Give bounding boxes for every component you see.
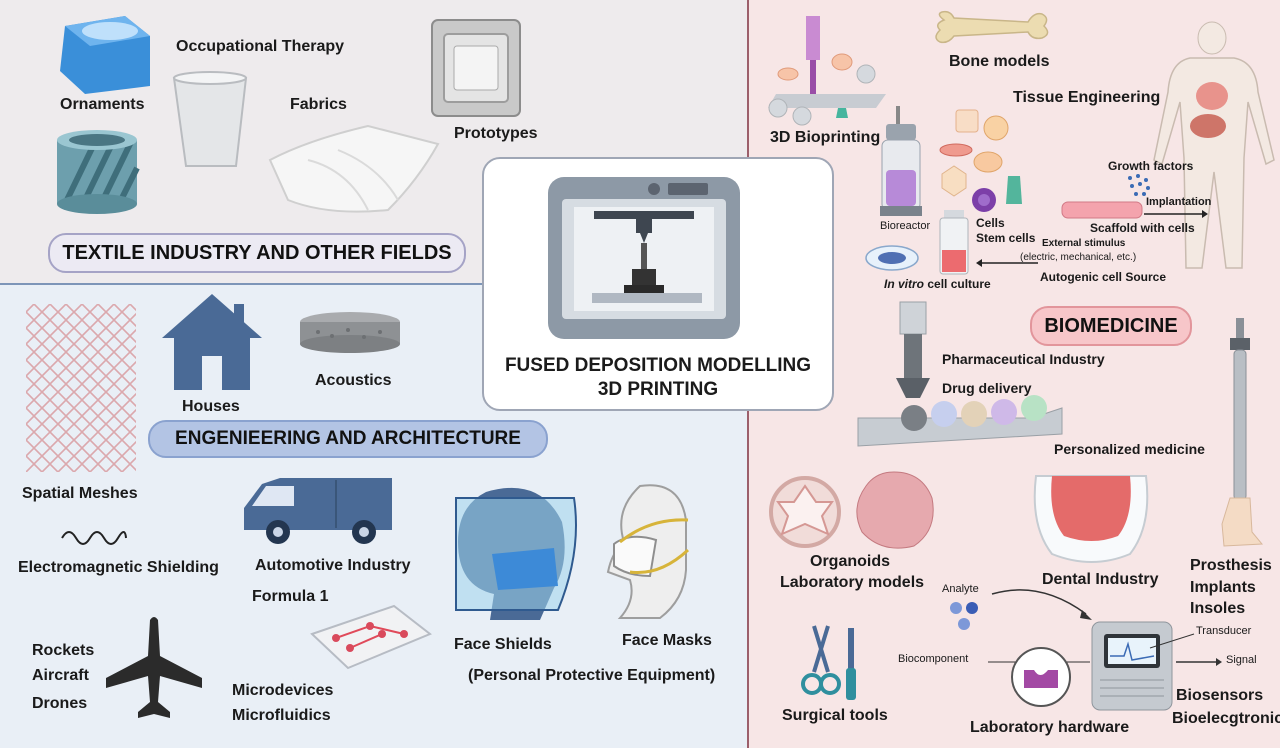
analyte-arrow	[991, 589, 1092, 620]
prototypes-label: Prototypes	[454, 125, 538, 142]
bioreactor-icon	[880, 106, 922, 216]
scaffold-label: Scaffold with cells	[1090, 221, 1195, 235]
microdevices-label: Microdevices	[232, 682, 334, 699]
microfluidics-label: Microfluidics	[232, 707, 331, 724]
ornaments-label: Ornaments	[60, 96, 145, 113]
bone-models-label: Bone models	[949, 53, 1050, 70]
lab-hardware-label: Laboratory hardware	[970, 719, 1130, 736]
cells-label: Cells	[976, 216, 1005, 230]
lab-models-label: Laboratory models	[780, 574, 925, 591]
center-title-line1: FUSED DEPOSITION MODELLING	[504, 355, 812, 376]
growth-factors-label: Growth factors	[1108, 159, 1194, 173]
implant-arrow	[1144, 210, 1208, 218]
acoustic-panel-icon	[300, 312, 400, 353]
organoid-ring-icon	[769, 476, 841, 548]
culture-tube-icon	[939, 210, 969, 275]
em-shielding-label: Electromagnetic Shielding	[18, 559, 219, 576]
airplane-icon	[106, 617, 202, 718]
bioelectronics-label: Bioelecgtronics	[1172, 710, 1280, 727]
bioprinting-label: 3D Bioprinting	[770, 129, 881, 146]
analyte-label: Analyte	[942, 583, 979, 595]
face-shield-icon	[455, 487, 577, 620]
pill-press-icon	[857, 301, 1063, 447]
implants-label: Implants	[1190, 579, 1256, 596]
insoles-label: Insoles	[1190, 600, 1246, 617]
stimulus-detail-label: (electric, mechanical, etc.)	[1020, 252, 1137, 263]
bioprinter-icon	[768, 16, 886, 126]
human-body-icon	[1153, 21, 1275, 269]
growth-factor-dots-icon	[1128, 174, 1150, 196]
bioreactor-label: Bioreactor	[880, 220, 931, 232]
formula1-label: Formula 1	[252, 588, 329, 605]
house-icon	[162, 294, 262, 390]
wave-icon	[61, 531, 127, 545]
surgical-tools-label: Surgical tools	[782, 707, 888, 724]
3d-printer-icon	[548, 177, 740, 339]
petri-dish-icon	[865, 245, 919, 271]
acoustics-label: Acoustics	[315, 372, 392, 389]
in-vitro-label: In vitro cell culture	[884, 277, 991, 291]
van-icon	[244, 478, 392, 544]
signal-arrow	[1176, 658, 1222, 666]
prosthetic-leg-icon	[1221, 318, 1264, 547]
transducer-line	[1149, 633, 1195, 649]
biosensor-device-icon	[1091, 621, 1173, 711]
prosthesis-label: Prosthesis	[1190, 557, 1272, 574]
stem-cells-label: Stem cells	[976, 231, 1036, 245]
dental-industry-label: Dental Industry	[1042, 571, 1159, 588]
microfluidic-chip-icon	[310, 604, 432, 670]
occupational-therapy-label: Occupational Therapy	[176, 38, 345, 55]
engineering-banner: ENGENIEERING AND ARCHITECTURE	[148, 420, 548, 458]
cells-cluster-icon	[939, 109, 1022, 212]
biocomponent-label: Biocomponent	[898, 653, 969, 665]
spatial-mesh-icon	[26, 304, 136, 472]
dental-arch-icon	[1033, 475, 1149, 563]
in-vitro-italic: In vitro	[884, 277, 925, 291]
transducer-label: Transducer	[1196, 625, 1252, 637]
cell-culture-text: cell culture	[924, 277, 991, 291]
autogenic-source-label: Autogenic cell Source	[1040, 270, 1167, 284]
horizontal-divider	[0, 283, 748, 285]
organoids-label: Organoids	[810, 553, 891, 570]
face-masks-label: Face Masks	[622, 632, 712, 649]
face-shields-label: Face Shields	[454, 636, 552, 653]
houses-label: Houses	[182, 398, 240, 415]
cylinder-ornament-icon	[57, 130, 140, 214]
pharma-label: Pharmaceutical Industry	[942, 351, 1105, 367]
surgical-tools-icon	[801, 625, 856, 700]
prototype-tray-icon	[431, 19, 521, 117]
biosensors-label: Biosensors	[1176, 687, 1264, 704]
rockets-label: Rockets	[32, 642, 95, 659]
drones-label: Drones	[32, 695, 88, 712]
fdm-printer-box: FUSED DEPOSITION MODELLING 3D PRINTING	[482, 157, 834, 411]
signal-label: Signal	[1226, 654, 1257, 666]
fabrics-label: Fabrics	[290, 96, 347, 113]
analyte-dots-icon	[950, 602, 978, 630]
aircraft-label: Aircraft	[32, 667, 89, 684]
biomedicine-banner: BIOMEDICINE	[1030, 306, 1192, 346]
spatial-meshes-label: Spatial Meshes	[22, 485, 138, 502]
scaffold-icon	[1061, 201, 1143, 219]
cup-icon	[172, 71, 248, 167]
personalized-medicine-label: Personalized medicine	[1054, 441, 1205, 457]
textile-banner: TEXTILE INDUSTRY AND OTHER FIELDS	[48, 233, 466, 273]
biocomponent-icon	[1011, 647, 1071, 707]
tissue-engineering-label: Tissue Engineering	[1013, 89, 1161, 106]
bone-icon	[935, 10, 1049, 44]
implantation-label: Implantation	[1146, 196, 1212, 208]
face-mask-icon	[606, 484, 690, 619]
automotive-label: Automotive Industry	[255, 557, 411, 574]
organoid-blob-icon	[856, 471, 934, 549]
ppe-label: (Personal Protective Equipment)	[468, 667, 716, 684]
culture-arrow	[976, 259, 1038, 267]
fabric-icon	[268, 124, 440, 213]
ornament-block-icon	[60, 16, 150, 94]
center-title-line2: 3D PRINTING	[597, 379, 719, 400]
drug-delivery-label: Drug delivery	[942, 380, 1032, 396]
external-stimulus-label: External stimulus	[1042, 238, 1126, 249]
